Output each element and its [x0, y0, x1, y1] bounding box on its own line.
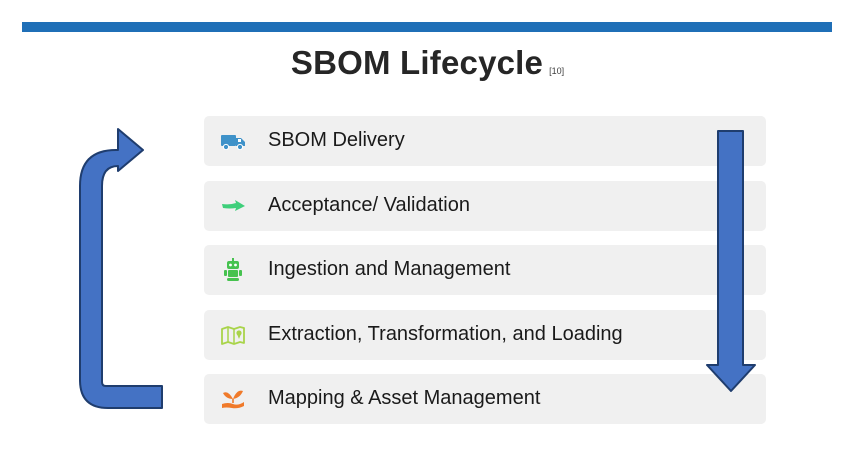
robot-icon — [220, 258, 246, 282]
step-label: Ingestion and Management — [268, 258, 511, 280]
step-extraction-transformation-loading: Extraction, Transformation, and Loading — [204, 310, 766, 360]
return-arrow — [79, 128, 163, 409]
citation-ref: [10] — [549, 66, 565, 76]
step-label: SBOM Delivery — [268, 129, 405, 151]
page-title: SBOM Lifecycle — [290, 44, 544, 81]
step-label: Mapping & Asset Management — [268, 387, 541, 409]
step-acceptance-validation: Acceptance/ Validation — [204, 181, 766, 231]
arrow-right-icon — [220, 194, 246, 218]
delivery-truck-icon — [220, 129, 246, 153]
map-pin-icon — [220, 323, 246, 347]
step-ingestion-management: Ingestion and Management — [204, 245, 766, 295]
step-label: Acceptance/ Validation — [268, 194, 470, 216]
top-accent-bar — [22, 22, 832, 32]
title-area: SBOM Lifecycle [10] — [0, 44, 855, 82]
step-sbom-delivery: SBOM Delivery — [204, 116, 766, 166]
hand-plant-icon — [220, 387, 246, 411]
step-label: Extraction, Transformation, and Loading — [268, 323, 623, 345]
step-mapping-asset-management: Mapping & Asset Management — [204, 374, 766, 424]
down-arrow — [706, 130, 756, 392]
